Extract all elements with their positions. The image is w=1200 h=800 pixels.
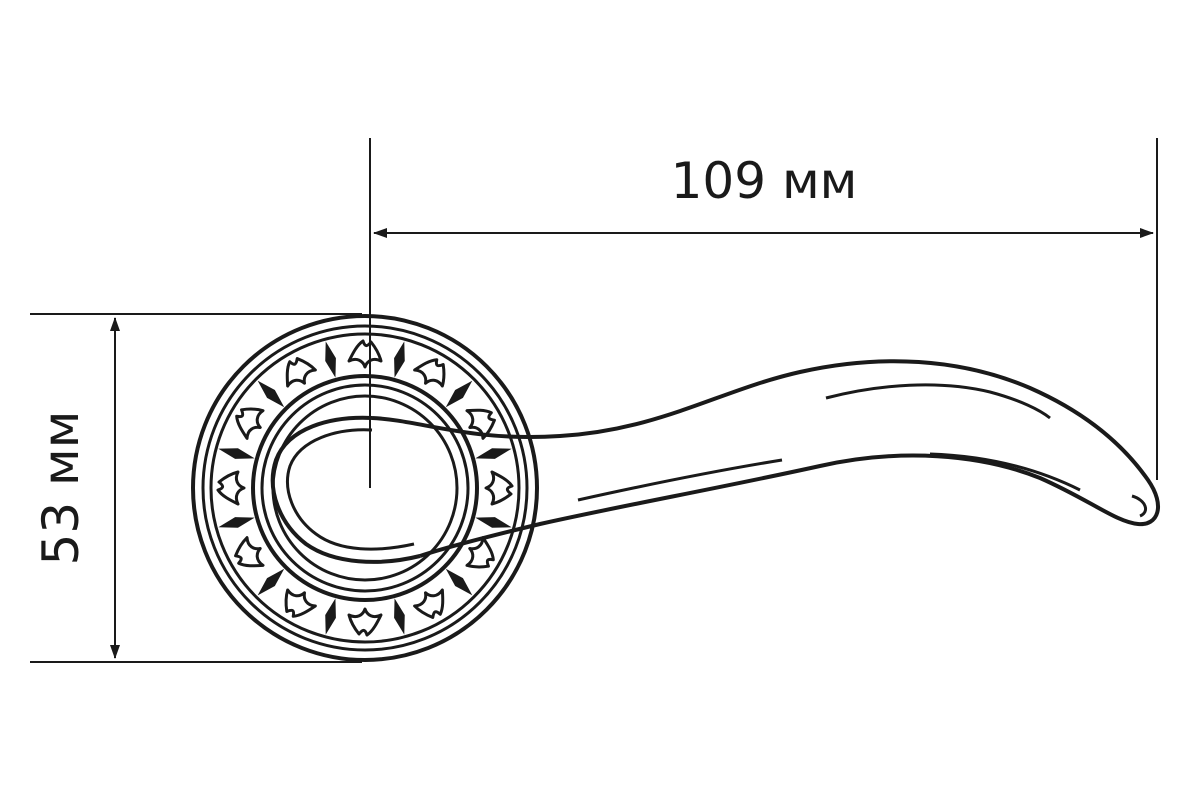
rosette-diamond-ornament (218, 448, 255, 459)
rosette-diamond-ornament (325, 341, 336, 378)
rosette-leaf-ornament (347, 607, 383, 637)
rosette-leaf-ornament (347, 339, 383, 369)
rosette-diamond-ornament (445, 380, 473, 408)
length-label: 109 мм (671, 152, 858, 210)
handle-neck-inner (286, 428, 415, 551)
rosette-diamond-ornament (394, 341, 405, 378)
rosette-leaf-ornament (216, 470, 246, 506)
rosette-diamond-ornament (257, 568, 285, 596)
rosette-diamond-ornament (218, 517, 255, 528)
rosette-diamond-ornament (445, 568, 473, 596)
rosette-leaf-ornament (285, 357, 317, 388)
handle-highlight-bottom-left (577, 458, 783, 502)
rosette-leaf-ornament (465, 536, 495, 569)
rosette-ornament-ring (216, 339, 514, 637)
rosette-diamond-ornament (257, 380, 285, 408)
rosette-leaf-ornament (413, 358, 446, 388)
height-label: 53 мм (32, 411, 90, 566)
rosette-diamond-ornament (394, 598, 405, 635)
rosette-leaf-ornament (235, 407, 265, 440)
handle-highlight-bottom-right (929, 452, 1081, 492)
rosette-leaf-ornament (234, 536, 265, 568)
handle-tip-detail (1131, 494, 1148, 518)
rosette-leaf-ornament (284, 588, 317, 618)
rosette (191, 314, 539, 662)
handle-neck (270, 415, 421, 564)
rosette-leaf-ornament (484, 470, 514, 506)
handle-body (371, 359, 1160, 558)
handle-highlight-top (825, 383, 1051, 420)
rosette-diamond-ornament (325, 598, 336, 635)
rosette-leaf-ornament (465, 408, 496, 440)
rosette-diamond-ornament (475, 517, 512, 528)
lever-handle (270, 359, 1160, 564)
rosette-diamond-ornament (475, 448, 512, 459)
rosette-leaf-ornament (413, 588, 445, 619)
